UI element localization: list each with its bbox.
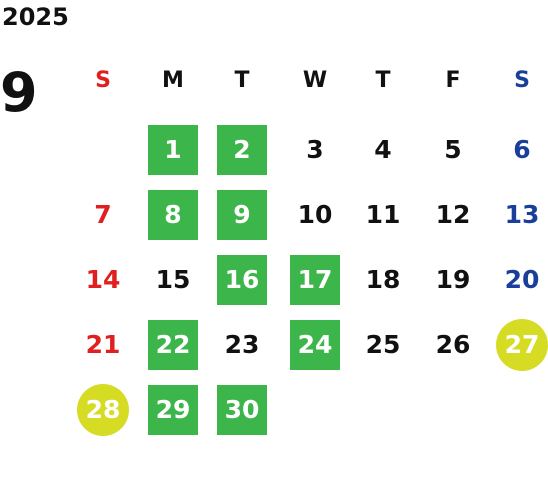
day-cell-11[interactable]: 11 — [365, 200, 401, 229]
day-cell-12[interactable]: 12 — [435, 200, 471, 229]
day-cell-30[interactable]: 30 — [217, 385, 267, 435]
day-cell-7[interactable]: 7 — [94, 200, 112, 229]
weekday-thursday: T — [375, 68, 391, 93]
day-cell-13[interactable]: 13 — [504, 200, 540, 229]
day-cell-4[interactable]: 4 — [374, 135, 392, 164]
day-cell-20[interactable]: 20 — [504, 265, 540, 294]
day-cell-22[interactable]: 22 — [148, 320, 198, 370]
day-cell-17[interactable]: 17 — [290, 255, 340, 305]
weekday-sunday: S — [95, 68, 111, 93]
day-cell-10[interactable]: 10 — [297, 200, 333, 229]
weekday-saturday: S — [514, 68, 530, 93]
day-cell-5[interactable]: 5 — [444, 135, 462, 164]
day-cell-14[interactable]: 14 — [85, 265, 121, 294]
day-cell-19[interactable]: 19 — [435, 265, 471, 294]
weekday-tuesday: T — [234, 68, 250, 93]
month-number: 9 — [0, 61, 38, 124]
day-cell-8[interactable]: 8 — [148, 190, 198, 240]
day-cell-25[interactable]: 25 — [365, 330, 401, 359]
day-cell-28[interactable]: 28 — [77, 384, 129, 436]
day-cell-16[interactable]: 16 — [217, 255, 267, 305]
day-cell-27[interactable]: 27 — [496, 319, 548, 371]
day-cell-6[interactable]: 6 — [513, 135, 531, 164]
day-cell-29[interactable]: 29 — [148, 385, 198, 435]
weekday-friday: F — [445, 68, 461, 93]
weekday-monday: M — [162, 68, 184, 93]
weekday-wednesday: W — [302, 68, 328, 93]
day-cell-21[interactable]: 21 — [85, 330, 121, 359]
day-cell-3[interactable]: 3 — [306, 135, 324, 164]
day-cell-2[interactable]: 2 — [217, 125, 267, 175]
day-cell-23[interactable]: 23 — [224, 330, 260, 359]
year-label: 2025 — [2, 3, 69, 31]
day-cell-24[interactable]: 24 — [290, 320, 340, 370]
day-cell-1[interactable]: 1 — [148, 125, 198, 175]
day-cell-9[interactable]: 9 — [217, 190, 267, 240]
day-cell-26[interactable]: 26 — [435, 330, 471, 359]
day-cell-18[interactable]: 18 — [365, 265, 401, 294]
day-cell-15[interactable]: 15 — [155, 265, 191, 294]
